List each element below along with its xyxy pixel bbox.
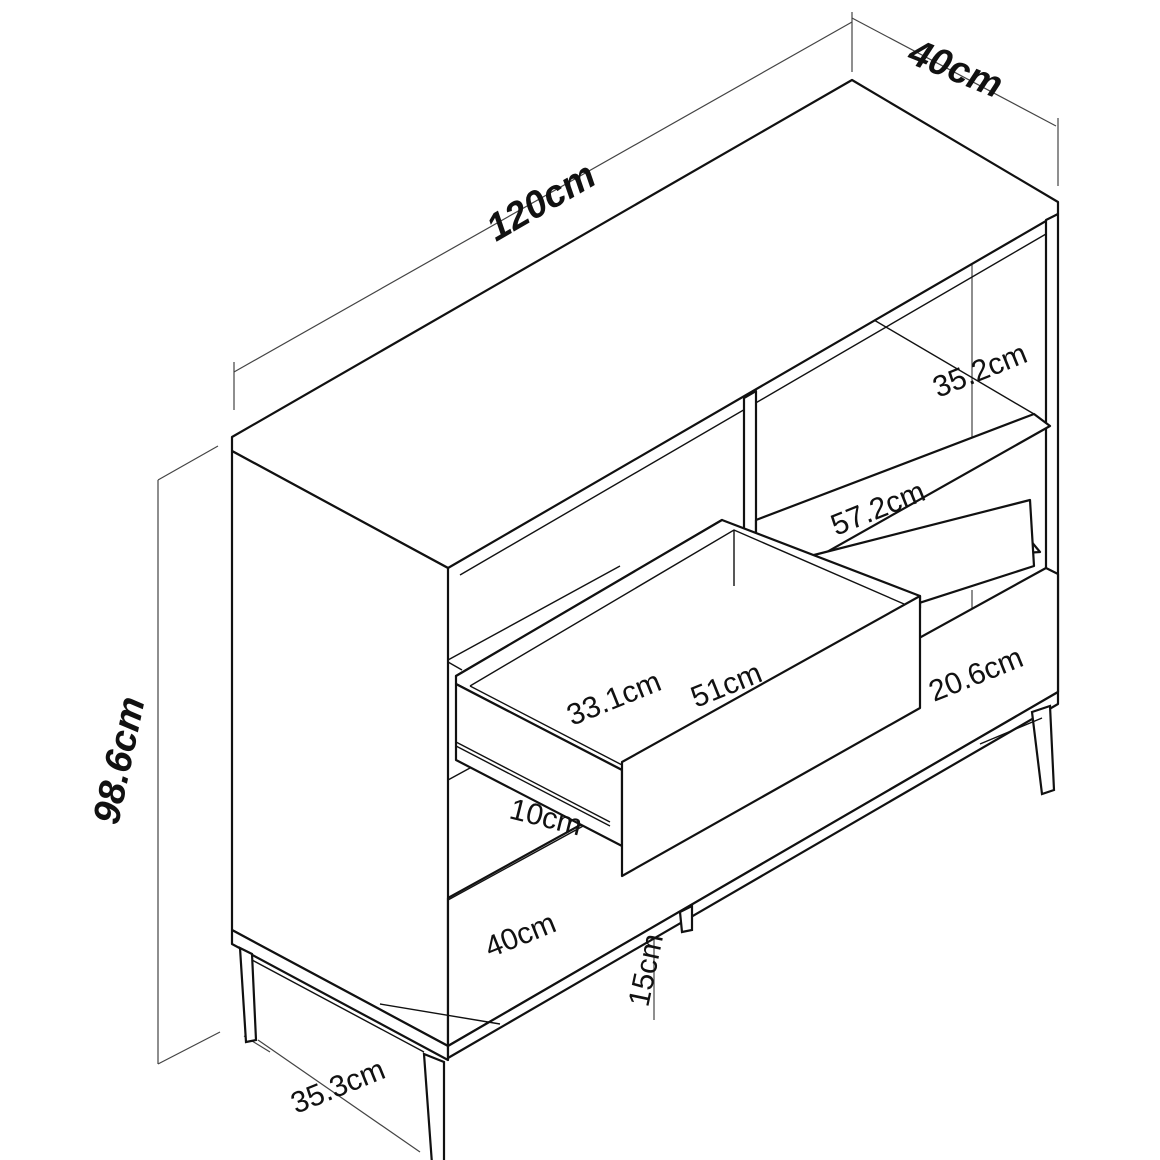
leg-back [678, 904, 694, 934]
cabinet-top [230, 78, 1060, 570]
leg-front-right [1030, 704, 1056, 796]
label-depth: 40cm [902, 31, 1009, 107]
leg-front-left [238, 946, 258, 1044]
cabinet-body [230, 78, 1060, 1062]
label-side-depth: 35.3cm [286, 1053, 390, 1120]
open-drawer [454, 518, 922, 878]
leg-front-center [422, 1052, 446, 1160]
label-height: 98.6cm [86, 693, 154, 828]
cabinet-legs [238, 704, 1056, 1160]
label-shelf-height: 35.2cm [928, 337, 1032, 404]
